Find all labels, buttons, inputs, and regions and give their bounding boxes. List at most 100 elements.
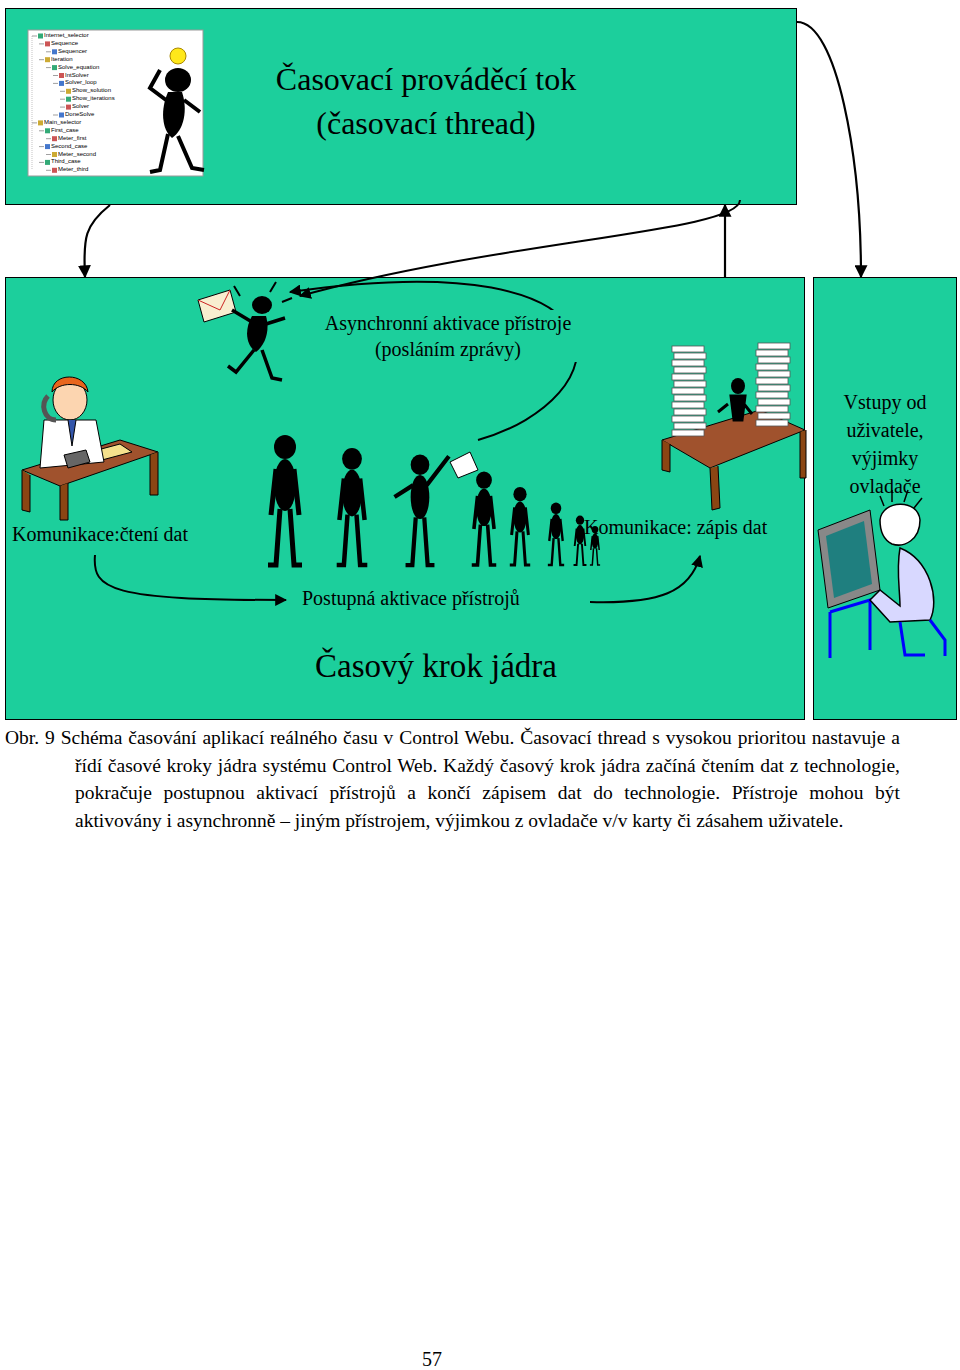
paper-stack [672, 388, 704, 394]
figure-body [274, 459, 296, 511]
figure-head [513, 487, 526, 501]
tree-item: Show_iterations [72, 95, 172, 102]
tree-line [32, 122, 37, 123]
tree-icon [38, 34, 43, 39]
tree-line [39, 130, 44, 131]
stick-figure [395, 455, 449, 566]
tree-icon [52, 136, 57, 141]
tree-icon [52, 168, 57, 173]
tree-item: Meter_first [58, 135, 158, 142]
motion-lines [234, 282, 292, 302]
tree-item: Internet_selector [44, 32, 144, 39]
tree-item: Third_case [51, 158, 151, 165]
figure-head [551, 503, 562, 515]
figure-head [274, 435, 296, 459]
figure-body [576, 525, 584, 545]
phone-base [64, 450, 90, 468]
flow-connector [797, 22, 861, 277]
paper-stack [756, 420, 788, 426]
chair [900, 620, 945, 656]
stick-figure [548, 503, 564, 565]
figure-body [476, 489, 492, 526]
desk-legs [662, 430, 806, 510]
flow-connector [724, 205, 726, 277]
envelope-flap [198, 290, 230, 310]
paper-stack [672, 360, 704, 366]
figure-limbs [590, 536, 600, 565]
person-body [870, 548, 934, 622]
tree-icon [59, 113, 64, 118]
figure-limbs [337, 479, 368, 565]
person-shirt [40, 420, 104, 468]
phone-handset [44, 396, 56, 420]
paper-stack [674, 423, 706, 429]
figure-body [718, 396, 752, 420]
tree-item: Show_solution [72, 87, 172, 94]
envelope [198, 290, 236, 322]
tree-screenshot [28, 30, 203, 176]
async-arrow [300, 200, 740, 296]
tree-line [53, 75, 58, 76]
tree-icon [38, 120, 43, 125]
paper-stack [672, 402, 704, 408]
tree-icon [45, 160, 50, 165]
paper-stack [756, 364, 788, 370]
figure-limbs [150, 70, 204, 172]
monitor [818, 510, 880, 608]
figure-head [731, 378, 745, 394]
tree-icon [52, 152, 57, 157]
person-hair [52, 377, 88, 392]
paper-stack [674, 409, 706, 415]
tree-item: First_case [51, 127, 151, 134]
paper-stack [758, 357, 790, 363]
flow-label: Postupná aktivace přístrojů [302, 586, 592, 610]
tree-item: Sequence [51, 40, 151, 47]
input-box: Vstupy od uživatele, výjimky ovladače [813, 277, 957, 720]
monitor-screen [826, 521, 872, 598]
paper-stack [756, 392, 788, 398]
tree-item: Solve_equation [58, 64, 158, 71]
paper-stack [674, 381, 706, 387]
tree-icon [52, 49, 57, 54]
paper-stack [756, 406, 788, 412]
figure-head [342, 448, 362, 470]
figure-body [551, 514, 562, 539]
flow-label: Komunikace:čtení dat [12, 522, 252, 546]
tree-line [60, 107, 65, 108]
tree-icon [66, 105, 71, 110]
paper-stack [672, 346, 704, 352]
paper-stack [756, 350, 788, 356]
figure-body [342, 470, 362, 517]
tree-line [53, 115, 58, 116]
paper-stack [758, 371, 790, 377]
tree-line [46, 138, 51, 139]
figure-limbs [510, 507, 530, 565]
figure-limbs [472, 496, 496, 565]
page-number: 57 [400, 1348, 464, 1370]
stick-figure [510, 487, 530, 565]
tree-line [60, 91, 65, 92]
figure-body [513, 501, 526, 532]
stick-figure [472, 471, 496, 565]
tree-item: DoneSolve [65, 111, 165, 118]
figure-head [252, 296, 272, 314]
tree-item: Meter_third [58, 166, 158, 173]
tree-icon [52, 65, 57, 70]
computer-desk [830, 600, 870, 658]
figure-limbs [268, 469, 302, 565]
paper-stack [674, 395, 706, 401]
figure-limbs [228, 310, 285, 380]
tree-line [46, 170, 51, 171]
tree-line [46, 51, 51, 52]
paper-stack [672, 374, 704, 380]
paper-stack [758, 399, 790, 405]
flow-connector [84, 205, 110, 277]
paper-stack [672, 430, 704, 436]
tree-item: Second_case [51, 143, 151, 150]
tree-icon [66, 97, 71, 102]
tree-line [39, 146, 44, 147]
tree-item: IntSolver [65, 72, 165, 79]
stick-figure [268, 435, 302, 565]
tree-icon [59, 73, 64, 78]
